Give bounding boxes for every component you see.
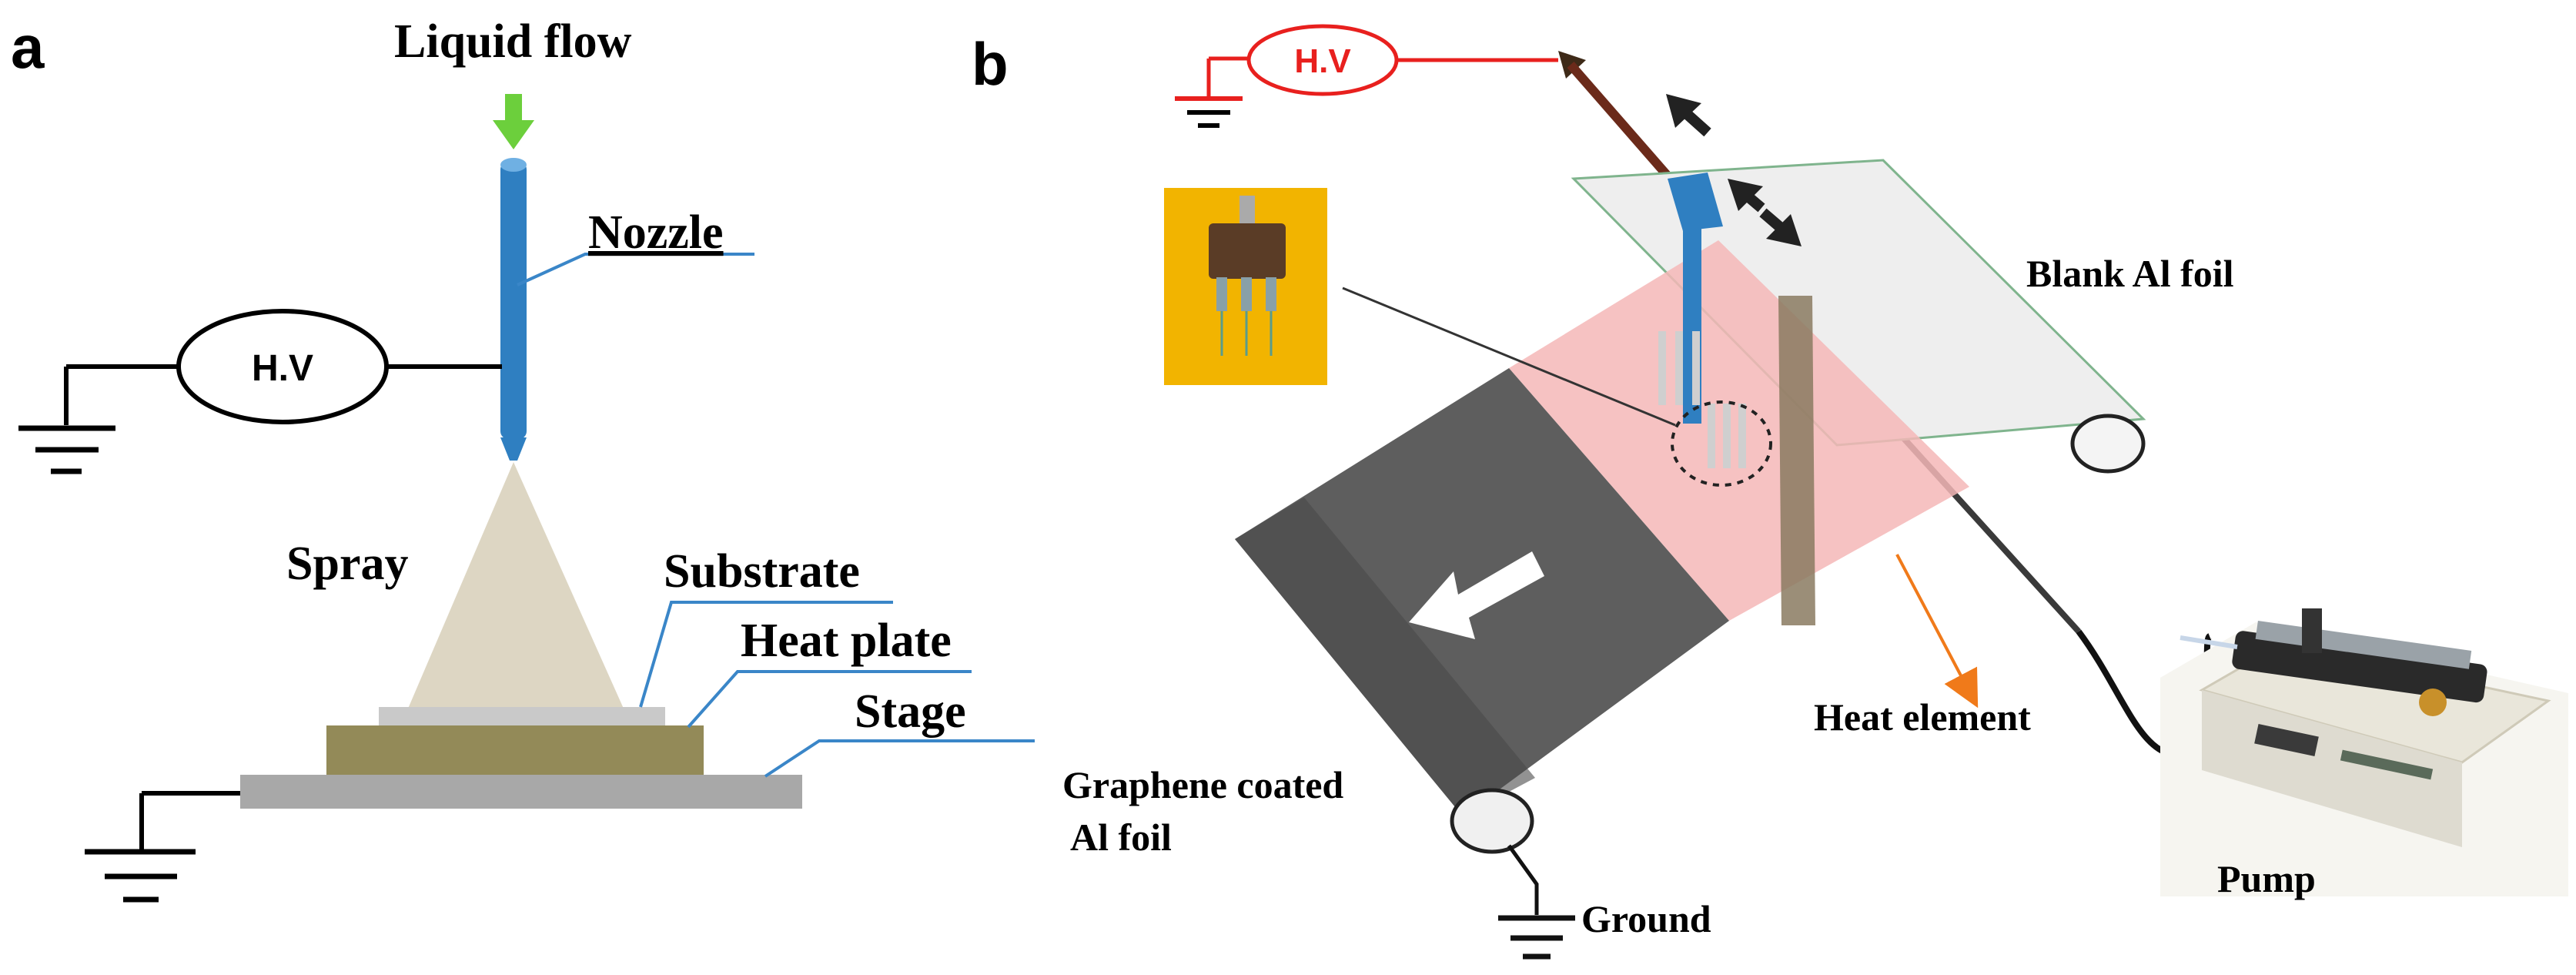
blank-foil-roller: [2070, 414, 2146, 474]
heat-plate-label: Heat plate: [741, 615, 952, 667]
panel-b-letter: b: [972, 30, 1009, 98]
liquid-flow-label: Liquid flow: [394, 15, 632, 68]
panel-a: a Liquid flow Nozzle H.V Spray: [11, 13, 1035, 903]
foil-direction-arrow: [1409, 551, 1544, 639]
graphene-coated-label-line2: Al foil: [1070, 816, 1172, 859]
motion-arrow-down: [1728, 179, 1802, 246]
substrate-leader-line: [639, 601, 893, 708]
nozzle-head: [1658, 173, 1746, 468]
ground-label: Ground: [1581, 897, 1711, 940]
syringe-pump: [2160, 608, 2568, 896]
substrate-label: Substrate: [664, 545, 860, 598]
stage-label: Stage: [855, 685, 966, 738]
nozzle-zoom-circle: [1671, 400, 1772, 487]
pump-label: Pump: [2217, 857, 2316, 900]
heat-element-label: Heat element: [1814, 695, 2031, 739]
nozzle: [500, 158, 527, 461]
graphene-coated-label-line1: Graphene coated: [1062, 763, 1343, 806]
panel-b: b H.V Blank Al foil: [972, 24, 2568, 960]
panel-a-letter: a: [11, 13, 45, 81]
substrate: [379, 707, 665, 725]
nozzle-label: Nozzle: [588, 206, 724, 259]
heat-plate: [326, 725, 704, 776]
roller-ground-wire: [1507, 844, 1539, 915]
motion-arrow-up: [1666, 94, 1711, 137]
stage-leader-line: [764, 739, 1035, 778]
nozzle-photo-inset: [1164, 188, 1327, 385]
ground-symbol-a1: [18, 425, 115, 474]
ground-symbol-a2: [85, 849, 196, 903]
blank-al-foil-label: Blank Al foil: [2026, 252, 2234, 295]
nozzle-leader-line: [517, 253, 754, 286]
ground-symbol-b2: [1498, 915, 1575, 960]
hv-label-b: H.V: [1294, 42, 1351, 80]
stage: [240, 775, 802, 809]
ground-symbol-b1: [1175, 96, 1243, 128]
spray-label: Spray: [286, 538, 408, 590]
coated-foil-roller: [1450, 788, 1534, 854]
heat-plate-leader-line: [687, 670, 972, 729]
heat-element-pillar: [1778, 296, 1815, 625]
liquid-flow-arrow: [493, 94, 534, 149]
hv-label-a: H.V: [252, 348, 313, 389]
spray-cone: [408, 462, 624, 709]
heat-element-arrow: [1895, 554, 1979, 709]
zoom-leader-line: [1342, 286, 1676, 427]
